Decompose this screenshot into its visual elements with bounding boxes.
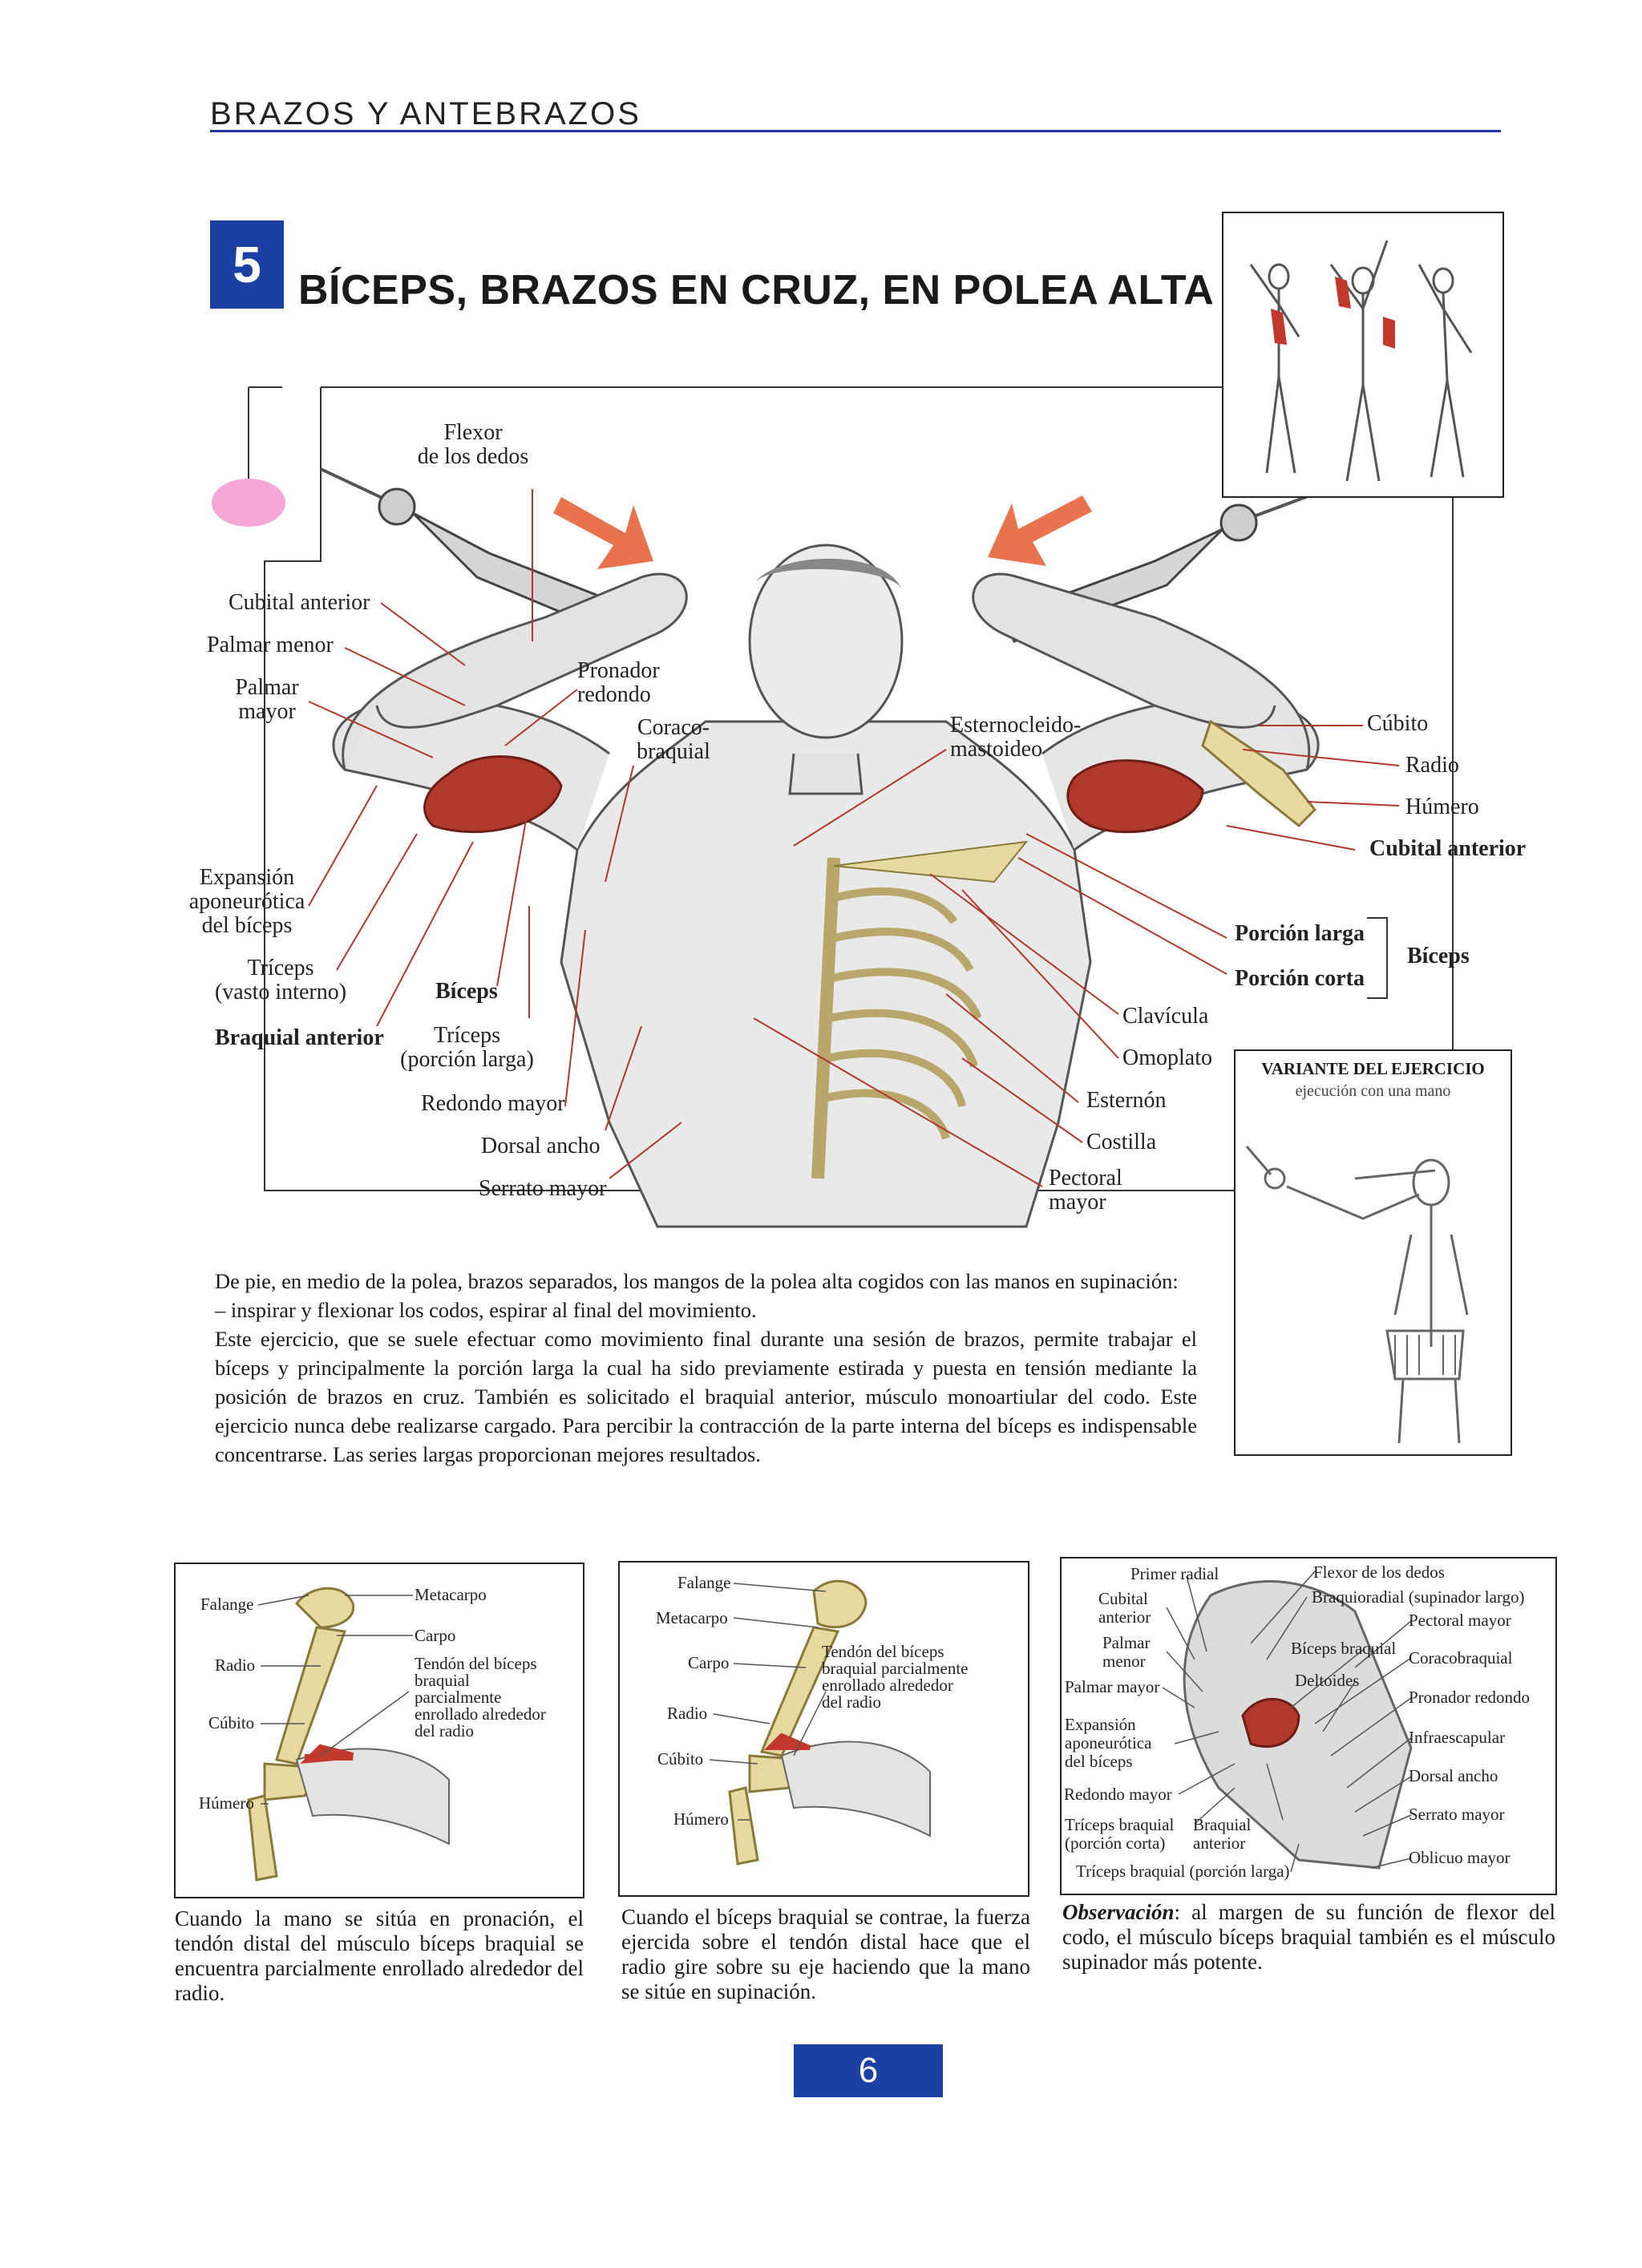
label-pectoral-mayor: Pectoral mayor: [1049, 1166, 1122, 1215]
p3-primer-radial: Primer radial: [1130, 1564, 1219, 1583]
p2-cubito: Cúbito: [657, 1749, 704, 1769]
label-braquial-anterior: Braquial anterior: [215, 1025, 384, 1050]
label-cubital-anterior-left: Cubital anterior: [229, 590, 370, 615]
description-p2: – inspirar y flexionar los codos, espira…: [215, 1298, 757, 1322]
p2-carpo: Carpo: [688, 1653, 730, 1672]
panel2-caption: Cuando el bíceps braquial se contrae, la…: [621, 1905, 1030, 2003]
p3-infraescapular: Infraescapular: [1409, 1728, 1506, 1747]
arrow-left: [553, 497, 653, 569]
p3-braquial-anterior: Braquial anterior: [1193, 1815, 1252, 1853]
label-triceps-vasto: Tríceps (vasto interno): [214, 956, 347, 1005]
p1-cubito: Cúbito: [208, 1713, 255, 1732]
p1-falange: Falange: [200, 1595, 254, 1614]
label-coracobraquial: Coraco- braquial: [637, 715, 710, 764]
label-flexor-dedos: Flexor de los dedos: [417, 420, 529, 469]
label-triceps-larga: Tríceps (porción larga): [400, 1023, 534, 1072]
p3-pronador-redondo: Pronador redondo: [1409, 1688, 1531, 1707]
arrow-right: [988, 495, 1092, 566]
label-biceps-left: Bíceps: [435, 979, 498, 1004]
p1-tendon: Tendón del bíceps braquial parcialmente …: [415, 1654, 546, 1740]
label-pronador-redondo: Pronador redondo: [577, 658, 660, 707]
header-rule: [210, 130, 1501, 132]
panel1-caption: Cuando la mano se sitúa en pronación, el…: [175, 1906, 584, 2005]
label-cubito: Cúbito: [1367, 711, 1429, 736]
p3-palmar-menor: Palmar menor: [1102, 1633, 1151, 1671]
label-esternocleido: Esternocleido- mastoideo: [950, 713, 1082, 762]
p2-falange: Falange: [677, 1573, 731, 1592]
label-porcion-larga: Porción larga: [1235, 921, 1365, 946]
label-clavicula: Clavícula: [1122, 1004, 1209, 1029]
p3-biceps-braquial: Bíceps braquial: [1291, 1639, 1397, 1658]
p1-metacarpo: Metacarpo: [415, 1585, 487, 1604]
label-palmar-menor: Palmar menor: [207, 633, 334, 657]
variant-title: VARIANTE DEL EJERCICIO: [1261, 1059, 1485, 1078]
panel1-box: [174, 1563, 584, 1898]
p3-triceps-larga: Tríceps braquial (porción larga): [1076, 1862, 1290, 1881]
panel3-caption-bold: Observación: [1062, 1900, 1175, 1924]
p1-humero: Húmero: [199, 1793, 254, 1813]
exercise-title: BÍCEPS, BRAZOS EN CRUZ, EN POLEA ALTA: [298, 267, 1215, 313]
description-p3: Este ejercicio, que se suele efectuar co…: [215, 1327, 1197, 1466]
label-costilla: Costilla: [1086, 1130, 1157, 1154]
p3-expansion: Expansión aponeurótica del bíceps: [1065, 1715, 1152, 1771]
variant-box: [1234, 1049, 1512, 1456]
p3-deltoides: Deltoides: [1295, 1671, 1360, 1690]
pink-marker: [212, 479, 285, 527]
label-biceps-right: Bíceps: [1407, 944, 1470, 968]
label-omoplato: Omoplato: [1122, 1045, 1212, 1070]
exercise-description: De pie, en medio de la polea, brazos sep…: [215, 1267, 1197, 1469]
description-p1: De pie, en medio de la polea, brazos sep…: [215, 1269, 1179, 1293]
exercise-number: 5: [210, 220, 284, 309]
label-cubital-anterior-right: Cubital anterior: [1369, 836, 1527, 861]
label-dorsal-ancho: Dorsal ancho: [481, 1134, 601, 1158]
section-title: BRAZOS Y ANTEBRAZOS: [210, 96, 641, 131]
variant-subtitle: ejecución con una mano: [1295, 1082, 1451, 1100]
p2-humero: Húmero: [673, 1809, 729, 1829]
p1-radio: Radio: [215, 1656, 256, 1675]
label-porcion-corta: Porción corta: [1235, 966, 1365, 991]
p3-oblicuo-mayor: Oblicuo mayor: [1409, 1848, 1511, 1867]
label-expansion: Expansión aponeurótica del bíceps: [188, 865, 305, 938]
panel3-caption-text: : al margen de su función de flexor del …: [1062, 1900, 1555, 1974]
panel3-caption: Observación: al margen de su función de …: [1062, 1900, 1555, 1975]
p3-cubital-anterior: Cubital anterior: [1098, 1589, 1151, 1627]
p3-dorsal-ancho: Dorsal ancho: [1409, 1766, 1498, 1785]
p3-braquioradial: Braquioradial (supinador largo): [1312, 1587, 1525, 1607]
p3-serrato-mayor: Serrato mayor: [1409, 1805, 1505, 1824]
p3-triceps-corta: Tríceps braquial (porción corta): [1065, 1815, 1175, 1853]
p3-redondo-mayor: Redondo mayor: [1064, 1785, 1172, 1804]
p2-tendon: Tendón del bíceps braquial parcialmente …: [822, 1642, 969, 1712]
label-radio: Radio: [1405, 753, 1459, 778]
label-serrato-mayor: Serrato mayor: [479, 1176, 607, 1201]
p2-metacarpo: Metacarpo: [656, 1608, 728, 1627]
label-humero: Húmero: [1405, 794, 1479, 819]
label-palmar-mayor: Palmar mayor: [235, 675, 299, 724]
label-redondo-mayor: Redondo mayor: [421, 1091, 565, 1116]
p3-pectoral-mayor: Pectoral mayor: [1409, 1611, 1511, 1630]
p3-flexor-dedos: Flexor de los dedos: [1313, 1563, 1445, 1582]
p3-palmar-mayor: Palmar mayor: [1065, 1677, 1160, 1696]
right-biceps-muscle: [1066, 759, 1204, 834]
p3-coracobraquial: Coracobraquial: [1409, 1648, 1513, 1668]
p2-radio: Radio: [667, 1704, 708, 1723]
page-number: 6: [794, 2044, 943, 2097]
p1-carpo: Carpo: [415, 1626, 456, 1645]
label-esternon: Esternón: [1086, 1088, 1167, 1113]
